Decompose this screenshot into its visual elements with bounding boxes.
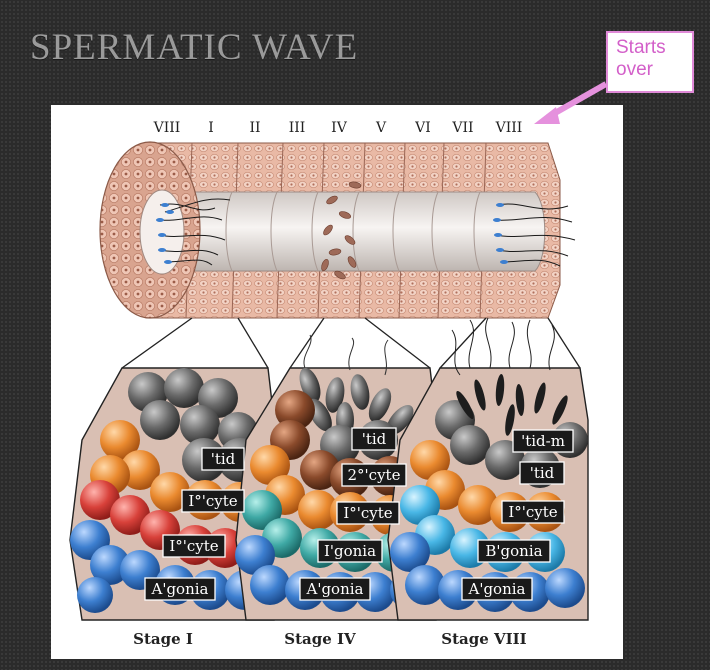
label-secondary-spermatocyte-stage-iv: 2°'cyte [348, 466, 401, 484]
stage-axis-label: I [208, 120, 214, 136]
stage-i-title: Stage I [133, 630, 193, 648]
label-tid-stage-iv: 'tid [362, 430, 387, 448]
starts-over-callout: Starts over [606, 31, 694, 93]
seminiferous-tubule [99, 141, 576, 319]
stage-axis-label: V [375, 120, 387, 136]
label-b-spermatogonia-stage-viii: B'gonia [485, 542, 542, 560]
label-primary-spermatocyte-stage-iv: I°'cyte [343, 504, 392, 522]
stage-axis-label: II [249, 120, 260, 136]
callout-line-1: Starts [616, 37, 666, 58]
slide-title: SPERMATIC WAVE [30, 27, 359, 68]
stage-axis-label: III [289, 120, 306, 136]
label-tid-stage-i: 'tid [211, 450, 236, 468]
projection-lines [121, 317, 581, 369]
stage-iv-title: Stage IV [284, 630, 356, 648]
label-tid-stage-viii: 'tid [530, 464, 555, 482]
stage-viii-title: Stage VIII [441, 630, 526, 648]
label-mature-tid-stage-viii: 'tid-m [521, 432, 565, 450]
label-intermediate-spermatogonia-stage-iv: I'gonia [324, 542, 376, 560]
label-primary-spermatocyte-stage-i: I°'cyte [188, 492, 237, 510]
label-primary-spermatocyte-stage-viii: I°'cyte [508, 503, 557, 521]
cell-type-labels: 'tid I°'cyte I°'cyte A'gonia 'tid 2°'cyt… [144, 427, 574, 601]
label-a-spermatogonia-stage-i: A'gonia [151, 580, 209, 598]
callout-arrow [534, 81, 608, 124]
label-leptotene-spermatocyte-stage-i: I°'cyte [169, 537, 218, 555]
stage-axis-label: VI [414, 120, 431, 136]
callout-line-2: over [616, 59, 653, 80]
stage-axis-label: IV [331, 120, 348, 136]
stage-axis-label: VIII [153, 120, 181, 136]
stage-axis-label: VII [451, 120, 473, 136]
label-a-spermatogonia-stage-viii: A'gonia [468, 580, 526, 598]
label-a-spermatogonia-stage-iv: A'gonia [306, 580, 364, 598]
stage-axis-label: VIII [495, 120, 523, 136]
